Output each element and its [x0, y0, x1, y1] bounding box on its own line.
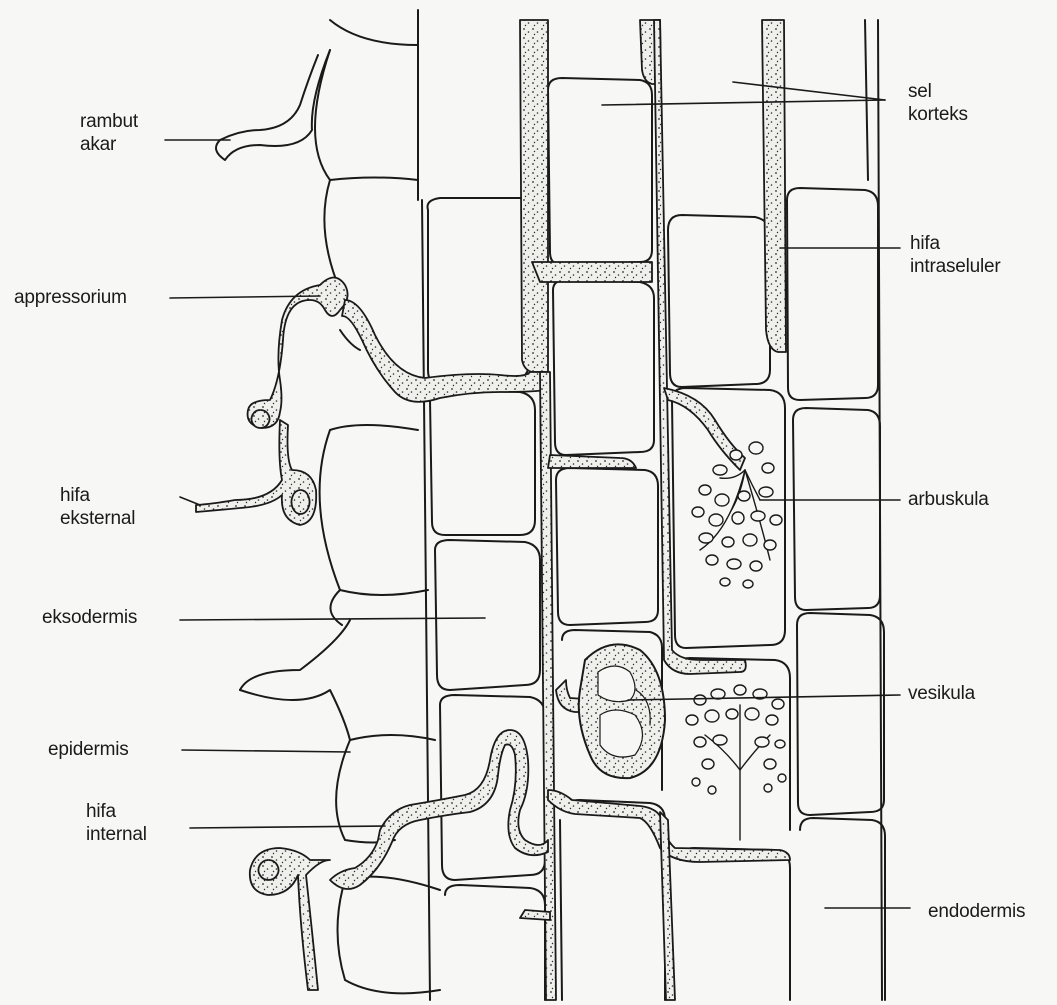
label-external-hypha: hifa eksternal	[60, 484, 135, 530]
label-intracellular-hypha: hifa intraseluler	[910, 232, 1001, 278]
label-cortex-cell: sel korteks	[908, 80, 968, 126]
vesicle	[579, 644, 665, 778]
label-internal-hypha: hifa internal	[86, 800, 147, 846]
label-root-hair: rambut akar	[80, 110, 138, 156]
cortex-column-1	[548, 78, 665, 1000]
label-appressorium: appressorium	[14, 286, 127, 309]
label-exodermis: eksodermis	[42, 606, 137, 629]
external-hyphae	[196, 278, 348, 991]
epidermis-cells	[240, 20, 440, 993]
root-hairs	[216, 50, 330, 160]
label-vesicle: vesikula	[908, 682, 975, 705]
label-endodermis: endodermis	[928, 900, 1025, 923]
label-epidermis: epidermis	[48, 738, 129, 761]
label-arbuscule: arbuskula	[908, 488, 989, 511]
arbuscule-lower	[686, 685, 786, 840]
